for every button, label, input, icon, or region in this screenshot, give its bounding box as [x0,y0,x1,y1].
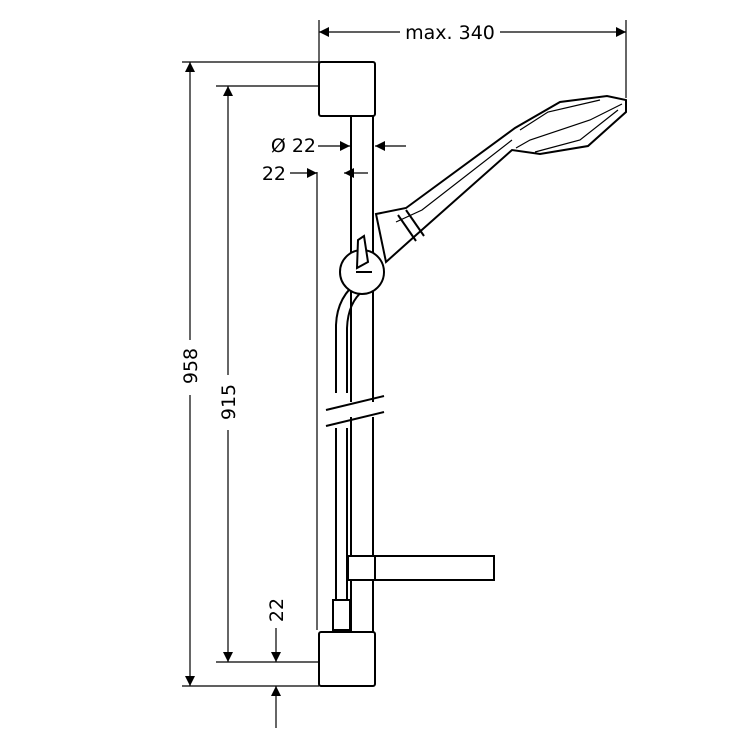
hand-shower [374,94,627,264]
extension-lines [182,20,627,687]
dimension-max-width: max. 340 [319,22,626,44]
dimension-total-height: 958 [180,62,202,686]
shower-holder-slider [339,234,385,295]
shower-rail [350,116,374,632]
rail-break-marks [325,395,385,427]
dimension-label-bottom-offset: 22 [266,598,288,622]
dimension-diameter: Ø 22 [271,135,406,157]
dimension-label-total-height: 958 [180,348,202,384]
dimension-label-max-width: max. 340 [405,22,495,44]
top-wall-bracket [318,61,376,117]
dimension-label-bracket-distance: 915 [218,384,240,420]
dimension-bracket-distance: 915 [218,86,240,662]
dimension-label-wall-distance: 22 [262,163,286,185]
dimension-label-diameter: Ø 22 [271,135,316,157]
bottom-wall-bracket [318,631,376,687]
dimension-bottom-offset: 22 [266,598,288,728]
dimension-wall-distance: 22 [262,163,368,185]
soap-dish [347,555,495,581]
